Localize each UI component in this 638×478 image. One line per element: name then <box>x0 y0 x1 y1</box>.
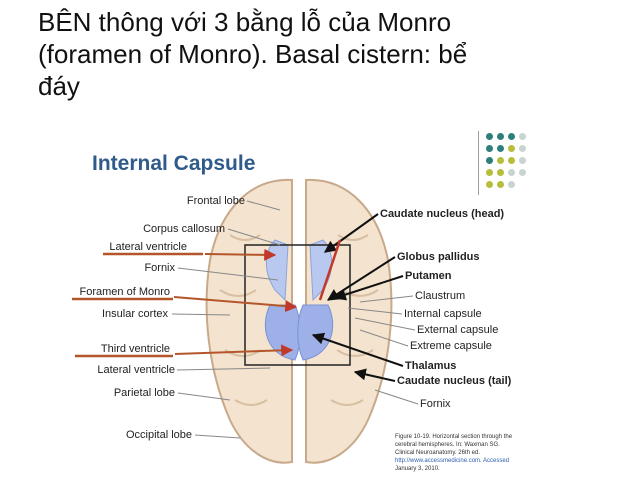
label-insular-cortex: Insular cortex <box>102 308 169 320</box>
dot-grid-dot <box>486 145 493 152</box>
label-foramen-of-monro: Foramen of Monro <box>80 286 170 298</box>
caption-line-1: Figure 10-19. Horizontal section through… <box>395 434 513 440</box>
label-extreme-capsule: Extreme capsule <box>410 340 492 352</box>
ventricles <box>264 239 334 361</box>
label-putamen: Putamen <box>405 270 452 282</box>
caption-line-4: http://www.accessmedicine.com. Accessed <box>395 458 509 464</box>
label-third-ventricle: Third ventricle <box>101 343 170 355</box>
label-lateral-ventricle-2: Lateral ventricle <box>97 364 175 376</box>
title-line-2: (foramen of Monro). Basal cistern: bể <box>38 39 468 69</box>
dot-grid-dot <box>519 145 526 152</box>
dot-grid-dot <box>519 169 526 176</box>
label-external-capsule: External capsule <box>417 324 498 336</box>
dot-grid-decoration-icon <box>478 131 538 195</box>
dot-grid-dot <box>508 133 515 140</box>
dot-grid-dot <box>497 181 504 188</box>
label-parietal-lobe: Parietal lobe <box>114 387 175 399</box>
label-frontal-lobe: Frontal lobe <box>187 195 245 207</box>
dot-grid-dot <box>497 157 504 164</box>
label-occipital-lobe: Occipital lobe <box>126 429 192 441</box>
label-lateral-ventricle: Lateral ventricle <box>109 241 187 253</box>
dot-grid-dot <box>519 157 526 164</box>
dot-grid-dot <box>508 145 515 152</box>
brain-section-diagram-icon: Internal Capsule Frontal lobe Corpus cal… <box>72 152 513 472</box>
underline-marks <box>72 252 203 358</box>
dot-grid-dot <box>486 169 493 176</box>
label-fornix-left: Fornix <box>144 262 175 274</box>
caption-line-3: Clinical Neuroanatomy. 26th ed. <box>395 450 480 456</box>
caption-line-5: January 3, 2010. <box>395 466 440 472</box>
decoration-divider <box>478 131 479 195</box>
dot-grid-dot <box>508 181 515 188</box>
title-line-1: BÊN thông với 3 bằng lỗ của Monro <box>38 7 452 37</box>
label-fornix-right: Fornix <box>420 398 451 410</box>
label-caudate-head: Caudate nucleus (head) <box>380 208 504 220</box>
red-indicator-line <box>318 239 342 301</box>
dot-grid-dot <box>508 157 515 164</box>
figure-heading: Internal Capsule <box>92 152 255 175</box>
inset-box <box>244 244 351 366</box>
dot-grid-dot <box>497 169 504 176</box>
title-line-3: đáy <box>38 71 80 101</box>
label-corpus-callosum: Corpus callosum <box>143 223 225 235</box>
caption-line-2: cerebral hemispheres. In: Waxman SG. <box>395 442 500 448</box>
dot-grid-dot <box>508 169 515 176</box>
slide-title: BÊN thông với 3 bằng lỗ của Monro (foram… <box>38 6 598 102</box>
dot-grid-dot <box>497 145 504 152</box>
label-caudate-tail: Caudate nucleus (tail) <box>397 375 512 387</box>
brain-section-figure: Internal Capsule Frontal lobe Corpus cal… <box>70 140 540 475</box>
label-claustrum: Claustrum <box>415 290 465 302</box>
dot-grid-dot <box>486 133 493 140</box>
dot-grid-dot <box>486 181 493 188</box>
label-globus-pallidus: Globus pallidus <box>397 251 480 263</box>
label-internal-capsule: Internal capsule <box>404 308 482 320</box>
dot-grid-dot <box>486 157 493 164</box>
label-thalamus: Thalamus <box>405 360 456 372</box>
dot-grid-dot <box>497 133 504 140</box>
dot-grid-dot <box>519 133 526 140</box>
